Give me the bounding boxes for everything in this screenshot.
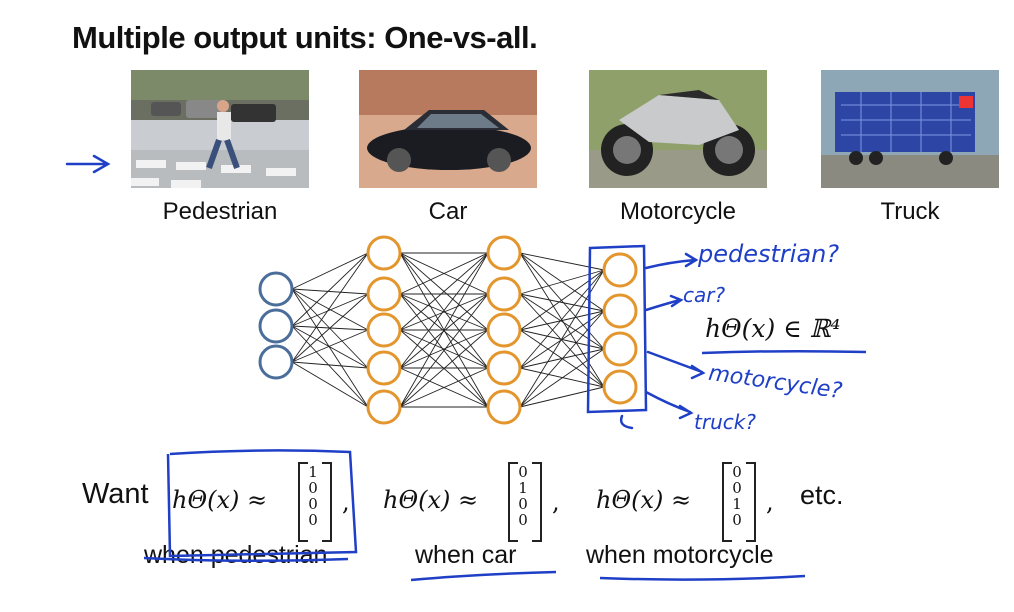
network-edge xyxy=(291,288,369,331)
caption-motorcycle: Motorcycle xyxy=(619,198,737,225)
output-node xyxy=(602,293,638,329)
network-edge xyxy=(291,252,369,327)
annotation-truck: truck? xyxy=(694,410,756,434)
output-space-underline xyxy=(701,349,867,355)
network-edge xyxy=(519,293,605,388)
output-space-formula: hΘ(x) ∈ ℝ⁴ xyxy=(705,314,841,343)
annotation-car: car? xyxy=(683,283,726,307)
hidden-node xyxy=(366,276,402,312)
car-photo xyxy=(359,70,537,188)
comma-2: , xyxy=(552,488,560,516)
when-car: when car xyxy=(415,541,517,569)
network-edge xyxy=(291,361,369,408)
network-edge xyxy=(399,367,489,408)
highlight-box xyxy=(143,449,358,563)
annotation-arrow-icon xyxy=(644,390,694,420)
caption-truck: Truck xyxy=(880,198,940,225)
annotation-pedestrian: pedestrian? xyxy=(698,240,840,268)
hidden-node xyxy=(486,350,522,386)
truck-photo xyxy=(821,70,999,188)
network-edge xyxy=(291,361,369,369)
vector-2-left-bracket xyxy=(508,462,518,542)
hidden-node xyxy=(366,389,402,425)
etc-label: etc. xyxy=(800,480,844,510)
network-edge xyxy=(519,386,605,408)
motorcycle-photo xyxy=(589,70,767,188)
hidden-node xyxy=(486,235,522,271)
input-node xyxy=(258,308,294,344)
hypothesis-2: hΘ(x) ≈ xyxy=(383,486,479,514)
vector-1-right-bracket xyxy=(322,462,332,542)
network-edge xyxy=(399,329,489,369)
hidden-node xyxy=(366,235,402,271)
output-node xyxy=(602,252,638,288)
output-layer-box xyxy=(586,244,648,414)
network-edge xyxy=(291,329,369,363)
slide-title: Multiple output units: One-vs-all. xyxy=(72,20,538,55)
network-edge xyxy=(399,252,489,408)
hidden-node xyxy=(366,350,402,386)
caption-pedestrian: Pedestrian xyxy=(162,198,278,225)
network-edge xyxy=(291,293,369,363)
network-edge xyxy=(291,325,369,369)
network-edge xyxy=(399,329,489,408)
hidden-node xyxy=(486,312,522,348)
network-edge xyxy=(291,288,369,295)
vector-2-right-bracket xyxy=(532,462,542,542)
hidden-node xyxy=(486,389,522,425)
network-edge xyxy=(291,293,369,327)
annotation-arrow-icon xyxy=(644,252,699,270)
input-node xyxy=(258,271,294,307)
annotation-arrow-icon xyxy=(644,294,684,312)
pedestrian-photo xyxy=(131,70,309,188)
hand-arrow-icon xyxy=(65,154,111,174)
network-edge xyxy=(399,293,489,408)
network-edge xyxy=(291,252,369,363)
network-edge xyxy=(291,288,369,408)
input-node xyxy=(258,344,294,380)
network-edge xyxy=(291,252,369,290)
comma-1: , xyxy=(342,488,350,516)
network-edge xyxy=(399,252,489,369)
hypothesis-1: hΘ(x) ≈ xyxy=(172,486,268,514)
vector-3-left-bracket xyxy=(722,462,732,542)
annotation-arrow-icon xyxy=(646,350,706,380)
annotation-arrow-icon xyxy=(619,414,634,430)
comma-3: , xyxy=(766,488,774,516)
vector-1-left-bracket xyxy=(298,462,308,542)
network-edge xyxy=(291,325,369,408)
underline-car xyxy=(410,570,557,582)
underline-motorcycle xyxy=(599,574,806,581)
network-edge xyxy=(399,293,489,369)
network-edge xyxy=(399,252,489,331)
want-label: Want xyxy=(82,478,149,510)
hidden-node xyxy=(486,276,522,312)
output-node xyxy=(602,331,638,367)
caption-car: Car xyxy=(428,198,468,225)
hypothesis-3: hΘ(x) ≈ xyxy=(596,486,692,514)
network-edges xyxy=(291,252,605,408)
network-edge xyxy=(519,252,605,388)
vector-3-right-bracket xyxy=(746,462,756,542)
network-edge xyxy=(519,269,605,369)
network-edge xyxy=(399,252,489,295)
when-motorcycle: when motorcycle xyxy=(586,541,774,569)
output-node xyxy=(602,369,638,405)
hidden-node xyxy=(366,312,402,348)
network-edge xyxy=(519,348,605,408)
network-edge xyxy=(399,293,489,331)
